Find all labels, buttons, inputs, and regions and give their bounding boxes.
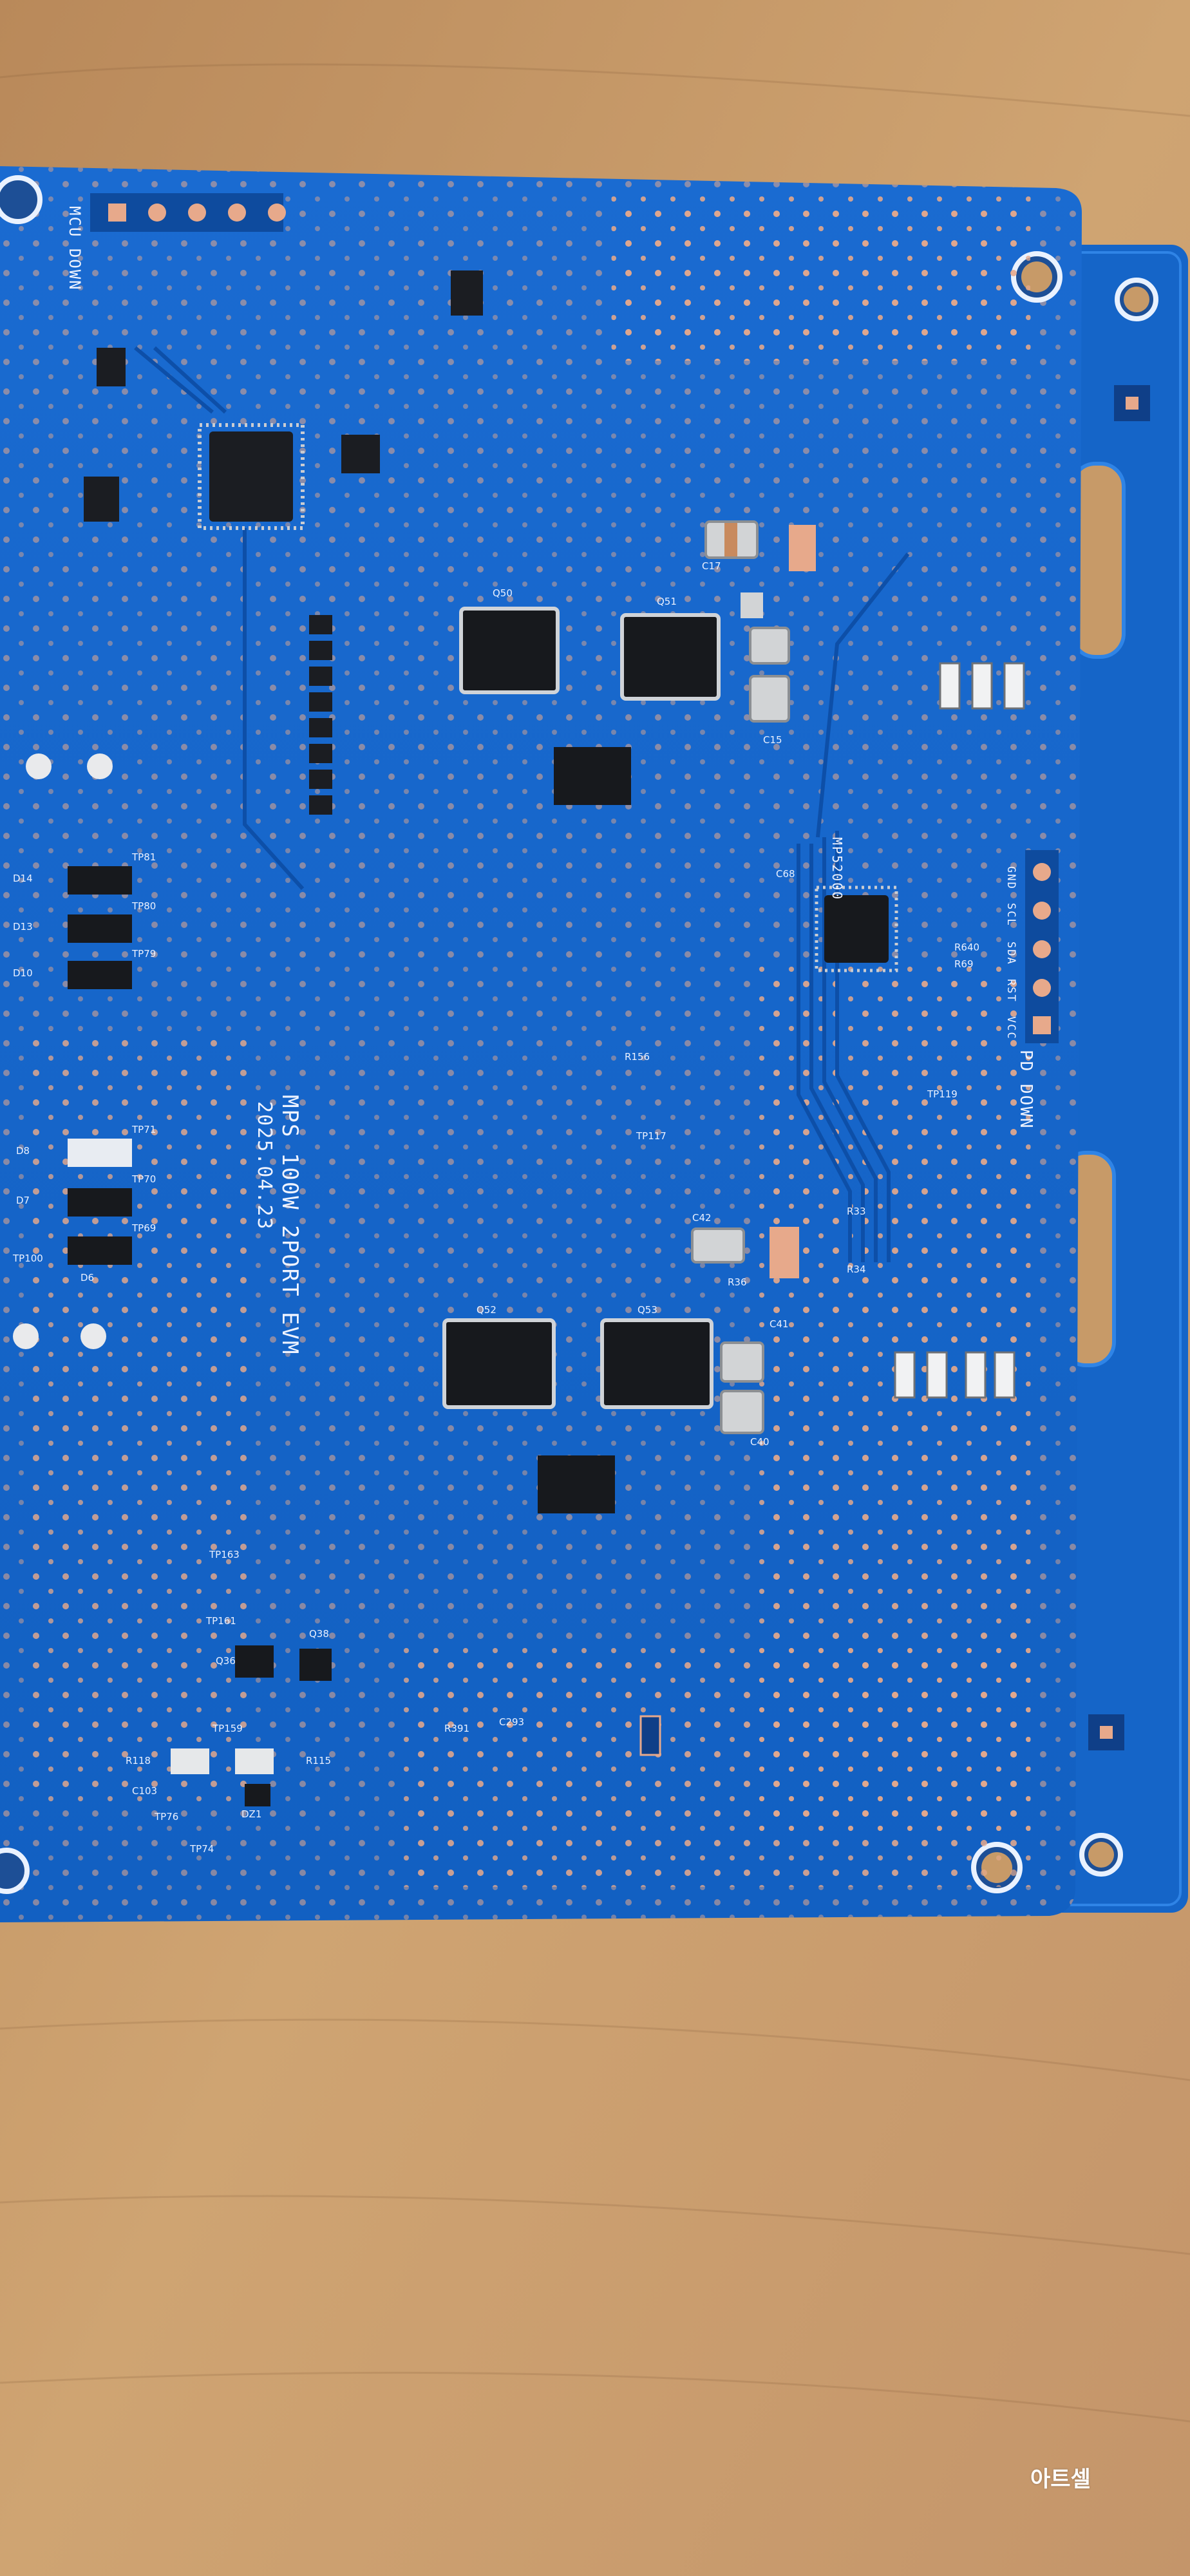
mcu-header — [90, 193, 286, 232]
label-r118: R118 — [126, 1755, 151, 1766]
label-tp159: TP159 — [212, 1723, 243, 1734]
q53-mosfet — [600, 1318, 713, 1409]
label-q53: Q53 — [638, 1304, 657, 1316]
q52-mosfet — [442, 1318, 556, 1409]
mcu-down-label: MCU DOWN — [66, 206, 84, 291]
header-pin-vcc: VCC — [1005, 1016, 1017, 1040]
watermark: 아트셀 — [1030, 2467, 1091, 2492]
pd-down-label: PD DOWN — [1016, 1050, 1035, 1130]
label-c15: C15 — [763, 734, 782, 746]
board-date: 2025.04.23 — [253, 1101, 276, 1231]
diode-column — [68, 866, 132, 1265]
q50-mosfet — [459, 607, 560, 694]
label-tp80: TP80 — [132, 900, 156, 912]
label-q38: Q38 — [309, 1628, 329, 1640]
c42-cap — [691, 1227, 745, 1264]
label-r69: R69 — [954, 958, 974, 970]
label-tp76: TP76 — [155, 1811, 179, 1823]
label-r640: R640 — [954, 942, 980, 953]
label-c40: C40 — [750, 1436, 770, 1448]
label-tp79: TP79 — [132, 948, 156, 960]
header-pin-scl: SCL — [1005, 903, 1017, 927]
header-pin-sda: SDA — [1005, 942, 1017, 965]
label-c293: C293 — [499, 1716, 525, 1728]
label-tp117: TP117 — [636, 1130, 666, 1142]
header-pin-gnd: GND — [1005, 866, 1017, 890]
label-c68: C68 — [776, 868, 795, 880]
resistor-array — [309, 615, 332, 815]
label-c41: C41 — [770, 1318, 789, 1330]
label-d7: D7 — [16, 1195, 30, 1206]
label-tp71: TP71 — [132, 1124, 156, 1135]
label-q52: Q52 — [477, 1304, 496, 1316]
label-d6: D6 — [80, 1272, 95, 1283]
label-c42: C42 — [692, 1212, 712, 1224]
board-title: MPS 100W 2PORT EVM — [277, 1095, 303, 1356]
mp52000-chip — [824, 895, 889, 963]
label-tp119: TP119 — [927, 1088, 958, 1100]
label-tp100: TP100 — [13, 1253, 43, 1264]
c15-cap — [749, 627, 790, 665]
label-c103: C103 — [132, 1785, 158, 1797]
label-tp74: TP74 — [190, 1843, 214, 1855]
pd-header — [1025, 850, 1059, 1043]
header-pin-rst: RST — [1005, 979, 1017, 1003]
label-d10: D10 — [13, 967, 33, 979]
label-r34: R34 — [847, 1264, 866, 1275]
label-tp70: TP70 — [132, 1173, 156, 1185]
label-q51: Q51 — [657, 596, 677, 607]
label-dz1: DZ1 — [241, 1808, 262, 1820]
label-r156: R156 — [625, 1051, 650, 1063]
label-tp161: TP161 — [206, 1615, 236, 1627]
label-r33: R33 — [847, 1206, 866, 1217]
label-d13: D13 — [13, 921, 33, 933]
label-q50: Q50 — [493, 587, 513, 599]
label-tp81: TP81 — [132, 851, 156, 863]
label-tp69: TP69 — [132, 1222, 156, 1234]
main-board — [0, 166, 1082, 1922]
label-c17: C17 — [702, 560, 721, 572]
c40-cap — [720, 1390, 764, 1434]
mp52000-label: MP52000 — [829, 837, 845, 901]
label-tp163: TP163 — [209, 1549, 240, 1560]
label-q36: Q36 — [216, 1655, 236, 1667]
label-d8: D8 — [16, 1145, 30, 1157]
label-d14: D14 — [13, 873, 33, 884]
c41-cap — [720, 1341, 764, 1383]
label-r391: R391 — [444, 1723, 470, 1734]
label-r115: R115 — [306, 1755, 332, 1766]
label-r36: R36 — [728, 1276, 747, 1288]
q51-mosfet — [620, 613, 721, 701]
mcu-chip — [209, 431, 293, 522]
